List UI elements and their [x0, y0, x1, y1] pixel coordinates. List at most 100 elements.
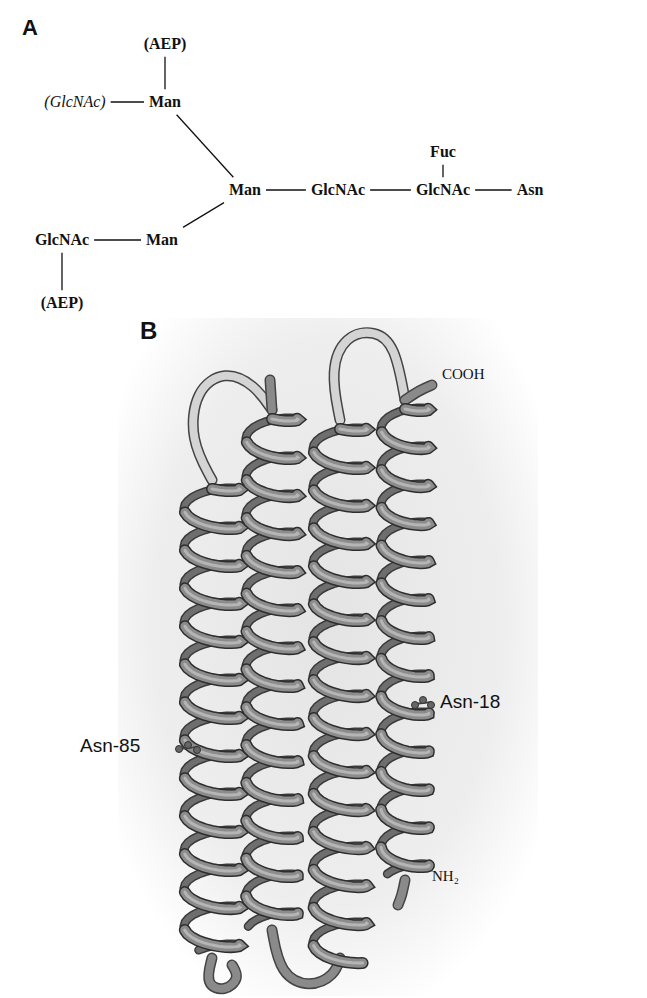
helix-front: [247, 480, 298, 497]
helix-front: [382, 432, 429, 449]
helix-front: [185, 512, 240, 529]
helix-front: [381, 810, 429, 829]
helix-front: [185, 816, 240, 833]
helix-highlight: [246, 669, 297, 687]
helix-highlight: [247, 480, 298, 497]
helix-front: [246, 821, 298, 839]
helix-highlight: [381, 734, 429, 753]
helix-front: [185, 588, 240, 605]
helix-highlight: [382, 508, 429, 525]
helix-front: [381, 810, 429, 829]
residue-name: GlcNAc: [35, 231, 89, 248]
helix-highlight: [246, 858, 298, 877]
helix-highlight: [246, 896, 298, 915]
helix-front: [212, 489, 240, 491]
helix-front: [185, 778, 240, 795]
glycosidic-bond: [370, 189, 411, 190]
helix-front: [185, 816, 240, 833]
helix-front: [314, 756, 367, 773]
helix-highlight: [314, 718, 367, 735]
helix-highlight: [314, 680, 367, 697]
residue-name: Man: [146, 231, 178, 248]
glycosidic-bond: [61, 253, 62, 290]
helix-front: [314, 794, 367, 811]
helix-front: [247, 442, 298, 459]
helix-highlight: [247, 556, 298, 573]
helix-back: [246, 418, 297, 442]
loop-ribbon: [209, 958, 237, 989]
helix-front: [314, 642, 367, 659]
helix-front: [185, 664, 240, 681]
helix-highlight: [381, 772, 429, 791]
sugar-residue: Asn: [515, 180, 546, 200]
helix-front: [381, 621, 429, 639]
terminus-label: COOH: [442, 366, 485, 383]
helix-front: [381, 772, 429, 791]
helix-front: [381, 621, 429, 639]
helix-back: [313, 428, 366, 452]
helix-highlight: [185, 664, 240, 681]
helix-highlight: [314, 794, 367, 811]
helix-front: [314, 908, 367, 925]
loop-ribbon: [270, 380, 272, 410]
sugar-residue: (GlcNAc): [42, 92, 107, 112]
helix-front: [314, 566, 367, 583]
helix-front: [247, 631, 298, 649]
helix-front: [381, 847, 429, 867]
residue-name: (AEP): [41, 294, 84, 311]
helix-back: [381, 408, 428, 432]
residue-name: (AEP): [144, 35, 187, 52]
helix-front: [185, 778, 240, 795]
helix-front: [185, 588, 240, 605]
loop-ribbon: [405, 385, 432, 400]
glycosidic-bond: [183, 203, 224, 228]
helix-front: [314, 718, 367, 735]
residue-name: (GlcNAc): [44, 93, 105, 110]
helix-highlight: [185, 626, 240, 643]
helix-highlight: [314, 604, 367, 621]
helix-highlight: [381, 545, 428, 563]
helix-front: [247, 556, 298, 573]
helix-back: [381, 408, 428, 432]
helix-front: [340, 429, 367, 431]
helix-front: [185, 626, 240, 643]
helix-front: [247, 556, 298, 573]
panel-ground: [118, 318, 538, 996]
sugar-residue: GlcNAc: [33, 230, 91, 250]
helix-highlight: [247, 631, 298, 649]
helix-front: [247, 518, 298, 535]
helix-front: [314, 528, 367, 545]
panel-letter: A: [22, 16, 38, 40]
helix-front: [381, 659, 429, 677]
helix-front: [247, 518, 298, 535]
helix-highlight: [272, 419, 298, 421]
helix-highlight: [185, 816, 240, 833]
helix-front: [381, 734, 429, 753]
loop-ribbon: [405, 385, 432, 400]
helix-front: [381, 696, 429, 715]
helix-bundle: [184, 333, 432, 989]
helix-front: [405, 409, 429, 411]
residue-label: Asn-18: [440, 692, 500, 713]
loop-ribbon: [398, 880, 405, 905]
helix-front: [314, 794, 367, 811]
helix-highlight: [314, 756, 367, 773]
helix-front: [381, 545, 428, 563]
helix-highlight: [381, 696, 429, 715]
helix-highlight: [246, 707, 297, 725]
helix-front: [382, 508, 429, 525]
helix-back: [246, 418, 297, 442]
sugar-residue: Man: [227, 180, 263, 200]
helix-front: [185, 740, 240, 757]
helix-highlight: [246, 783, 298, 801]
helix-back: [184, 488, 239, 513]
helix-front: [246, 745, 298, 763]
helix-front: [314, 604, 367, 621]
residue-name: Man: [229, 181, 261, 198]
glycosidic-bond: [442, 165, 443, 177]
helix-highlight: [314, 870, 367, 887]
helix-front: [381, 583, 429, 601]
helix-highlight: [314, 490, 367, 507]
helix-front: [314, 756, 367, 773]
helix-front: [246, 821, 298, 839]
